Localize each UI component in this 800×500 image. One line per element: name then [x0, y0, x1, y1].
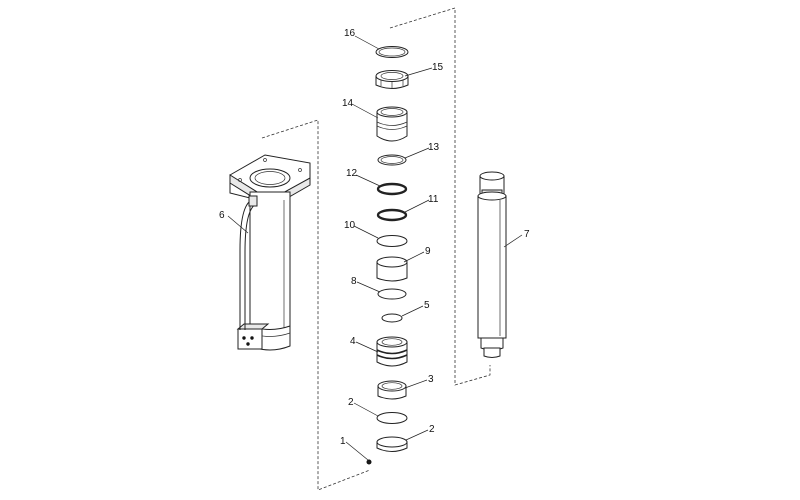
- callout-13: 13: [428, 142, 440, 153]
- part-ring-10: [376, 235, 408, 247]
- part-barrel: [229, 154, 311, 351]
- part-gland: [376, 106, 408, 142]
- callout-5: 5: [424, 300, 430, 311]
- part-ring-2-upper: [376, 412, 408, 424]
- part-screw: [366, 459, 372, 465]
- part-bushing: [376, 256, 408, 282]
- callout-16: 16: [344, 28, 356, 39]
- explode-guides: [261, 7, 491, 491]
- callout-14: 14: [342, 98, 354, 109]
- part-ring-13: [377, 154, 407, 166]
- part-ring-11: [376, 208, 408, 222]
- callout-4: 4: [350, 336, 356, 347]
- callout-3: 3: [428, 374, 434, 385]
- callout-9: 9: [425, 246, 431, 257]
- callout-2-upper: 2: [348, 397, 354, 408]
- part-ring-16: [375, 46, 409, 58]
- callout-2-lower: 2: [429, 424, 435, 435]
- callout-10: 10: [344, 220, 356, 231]
- callout-7: 7: [524, 229, 530, 240]
- callout-15: 15: [432, 62, 444, 73]
- part-gland-nut: [375, 70, 409, 89]
- part-piston: [376, 336, 408, 367]
- part-ring-2-lower: [376, 436, 408, 452]
- part-guide: [377, 380, 407, 400]
- part-piston-rod: [477, 171, 507, 358]
- callout-labels: 16 15 14 13 12 11 10 9 8 5 4 3 2 2 1 6 7: [219, 28, 530, 447]
- callout-8: 8: [351, 276, 357, 287]
- leader-lines: [227, 35, 523, 461]
- part-ring-12: [376, 182, 408, 196]
- part-ring-8: [377, 288, 407, 300]
- callout-6: 6: [219, 210, 225, 221]
- callout-1: 1: [340, 436, 346, 447]
- callout-12: 12: [346, 168, 358, 179]
- part-ring-5: [381, 313, 403, 323]
- callout-11: 11: [428, 194, 439, 205]
